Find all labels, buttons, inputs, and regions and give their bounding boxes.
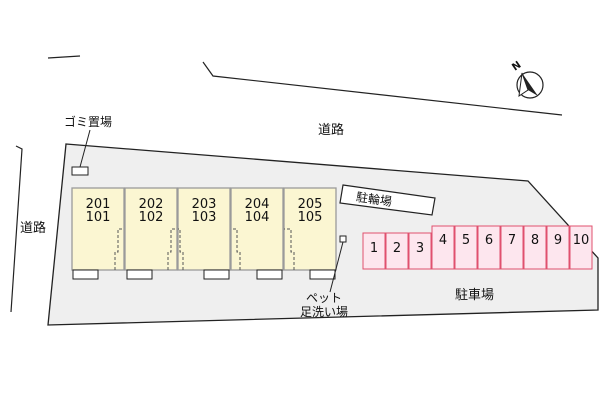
- stall-number-8: 8: [530, 232, 540, 248]
- parking-label: 駐車場: [455, 288, 495, 303]
- unit-block-1: [71, 187, 125, 271]
- unit-number-lower: 105: [297, 210, 323, 225]
- parking-stall-4: [431, 225, 455, 270]
- parking-stall-2: [385, 232, 409, 270]
- parking-stall-5: [454, 225, 478, 270]
- unit-label-1: 201 101: [73, 198, 123, 224]
- road-label-left: 道路: [20, 221, 47, 236]
- stair-outline-2: [167, 228, 177, 270]
- parking-stall-6: [477, 225, 501, 270]
- stall-number-3: 3: [415, 240, 425, 256]
- stair-outline-4: [231, 228, 241, 270]
- trash-area: [71, 166, 89, 176]
- pet-wash-area: [339, 235, 347, 243]
- stall-number-10: 10: [572, 232, 590, 248]
- balcony-2: [126, 269, 153, 280]
- road-edge-left: [10, 145, 23, 313]
- balcony-4: [256, 269, 283, 280]
- compass-arrow-outline: [518, 72, 529, 98]
- balcony-1: [72, 269, 99, 280]
- stall-number-2: 2: [392, 240, 402, 256]
- north-arrow-icon: [522, 73, 538, 96]
- unit-number-lower: 102: [138, 210, 164, 225]
- unit-number-upper: 201: [85, 197, 111, 212]
- unit-number-lower: 104: [244, 210, 270, 225]
- compass: [516, 71, 544, 99]
- unit-number-lower: 103: [191, 210, 217, 225]
- trash-area-label: ゴミ置場: [64, 115, 113, 129]
- stair-outline-3: [178, 228, 184, 270]
- road-edge-top: [202, 61, 563, 116]
- stall-number-7: 7: [507, 232, 517, 248]
- unit-number-upper: 203: [191, 197, 217, 212]
- pet-wash-label: ペット 足洗い場: [300, 291, 348, 319]
- parking-stall-3: [408, 232, 432, 270]
- road-label-top: 道路: [318, 123, 345, 138]
- unit-number-upper: 202: [138, 197, 164, 212]
- stall-number-1: 1: [369, 240, 379, 256]
- unit-number-upper: 204: [244, 197, 270, 212]
- unit-label-2: 202 102: [126, 198, 176, 224]
- stall-number-9: 9: [553, 232, 563, 248]
- parking-stall-1: [362, 232, 386, 270]
- pet-wash-label-line2: 足洗い場: [300, 305, 349, 320]
- unit-block-2: [124, 187, 178, 271]
- unit-number-upper: 205: [297, 197, 323, 212]
- pet-wash-label-line1: ペット: [306, 291, 343, 305]
- trash-leader-line: [79, 129, 91, 168]
- unit-block-4: [230, 187, 284, 271]
- stall-number-6: 6: [484, 232, 494, 248]
- road-edge-top-left: [47, 55, 81, 59]
- stair-outline-5: [284, 228, 295, 270]
- pet-wash-leader-line: [329, 241, 344, 293]
- bicycle-parking-area: [339, 184, 436, 216]
- parking-stall-7: [500, 225, 524, 270]
- balcony-5: [309, 269, 336, 280]
- parking-stall-8: [523, 225, 547, 270]
- unit-number-lower: 101: [85, 210, 111, 225]
- unit-label-3: 203 103: [179, 198, 229, 224]
- unit-block-3: [177, 187, 231, 271]
- balcony-3: [203, 269, 230, 280]
- apartment-building: [71, 187, 337, 280]
- stair-outline-1: [114, 228, 124, 270]
- stall-number-5: 5: [461, 232, 471, 248]
- parking-lot: [362, 225, 593, 270]
- unit-label-5: 205 105: [285, 198, 335, 224]
- unit-block-5: [283, 187, 337, 271]
- parking-stall-9: [546, 225, 570, 270]
- unit-label-4: 204 104: [232, 198, 282, 224]
- parking-stall-10: [569, 225, 593, 270]
- stall-number-4: 4: [438, 232, 448, 248]
